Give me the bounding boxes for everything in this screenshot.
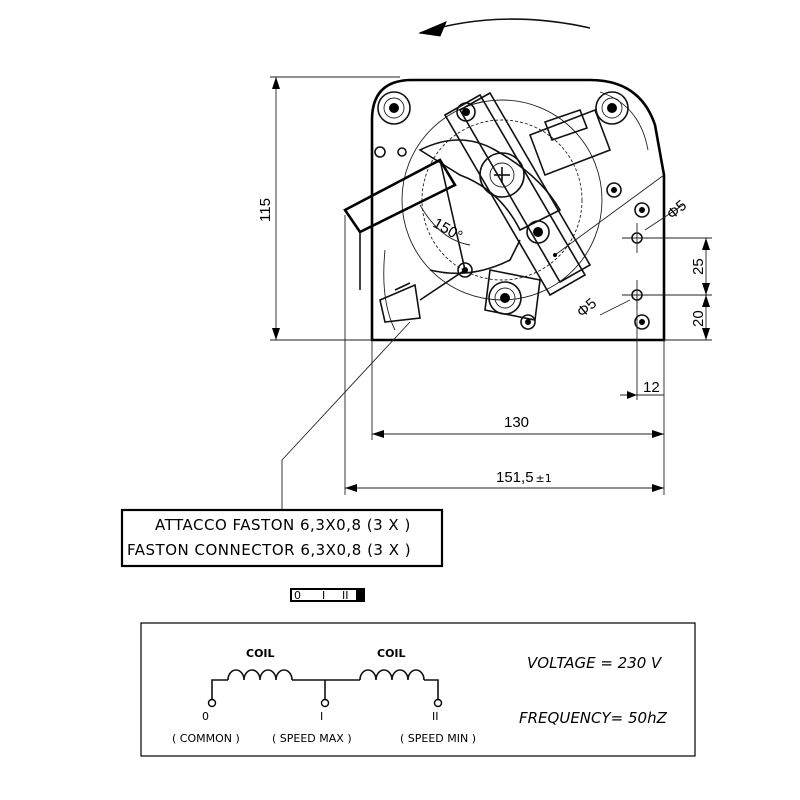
terminal-speed-max	[320, 698, 330, 708]
connector-label-it: ATTACCO FASTON 6,3X0,8 (3 X )	[155, 516, 411, 534]
dim-height-label: 115	[257, 198, 274, 222]
terminal-common	[207, 698, 217, 708]
bolt-bottom	[488, 281, 522, 315]
terminal-1-label: I	[320, 710, 323, 723]
bolt-center	[526, 220, 550, 244]
common-label: ( COMMON )	[172, 732, 240, 745]
terminal-2-label: II	[432, 710, 439, 723]
terminal-strip-label-0: 0	[294, 589, 301, 602]
hole-dia-label-2: Φ5	[574, 295, 600, 321]
wiring-schematic	[207, 669, 443, 708]
angle-label: 150°	[430, 215, 465, 245]
bolt-top-mid	[456, 102, 476, 122]
dim-height	[270, 76, 400, 341]
connector-leader	[281, 321, 411, 510]
frequency-label: FREQUENCY= 50hZ	[519, 709, 668, 727]
speed-min-label: ( SPEED MIN )	[400, 732, 476, 745]
dim-spacing-1-label: 25	[690, 258, 707, 275]
coil-2-label: COIL	[377, 647, 406, 660]
dim-width-body	[371, 340, 665, 440]
mounting-bracket	[343, 158, 466, 323]
fan-hub	[479, 152, 525, 198]
coil-1-icon	[227, 669, 293, 681]
dim-width-total	[344, 215, 665, 495]
bolt-left-mid	[457, 262, 473, 278]
connector-label-en: FASTON CONNECTOR 6,3X0,8 (3 X )	[127, 541, 411, 559]
terminal-strip	[290, 588, 365, 602]
bolt-top-left	[377, 91, 411, 125]
hole-leaders	[553, 174, 684, 316]
dim-right-vertical	[645, 237, 712, 341]
coil-2-icon	[359, 669, 425, 681]
dim-offset	[620, 295, 665, 400]
coil-1-label: COIL	[246, 647, 275, 660]
hole-dia-label-1: Φ5	[664, 197, 690, 223]
bolt-top-right	[595, 91, 629, 125]
terminal-speed-min	[433, 698, 443, 708]
connector-label-box	[120, 508, 444, 568]
voltage-label: VOLTAGE = 230 V	[527, 654, 663, 672]
terminal-strip-label-1: I	[322, 589, 325, 602]
terminal-strip-label-2: II	[342, 589, 349, 602]
terminal-0-label: 0	[202, 710, 209, 723]
wiring-diagram-frame	[140, 622, 696, 757]
dim-width-body-label: 130	[504, 414, 529, 431]
dim-width-total-label: 151,5±1	[496, 469, 552, 486]
rotation-arrow-icon	[418, 18, 591, 37]
rivets	[374, 146, 650, 330]
dim-spacing-2-label: 20	[690, 310, 707, 327]
speed-max-label: ( SPEED MAX )	[272, 732, 352, 745]
dim-offset-label: 12	[643, 379, 660, 396]
mounting-bolts	[377, 91, 629, 315]
